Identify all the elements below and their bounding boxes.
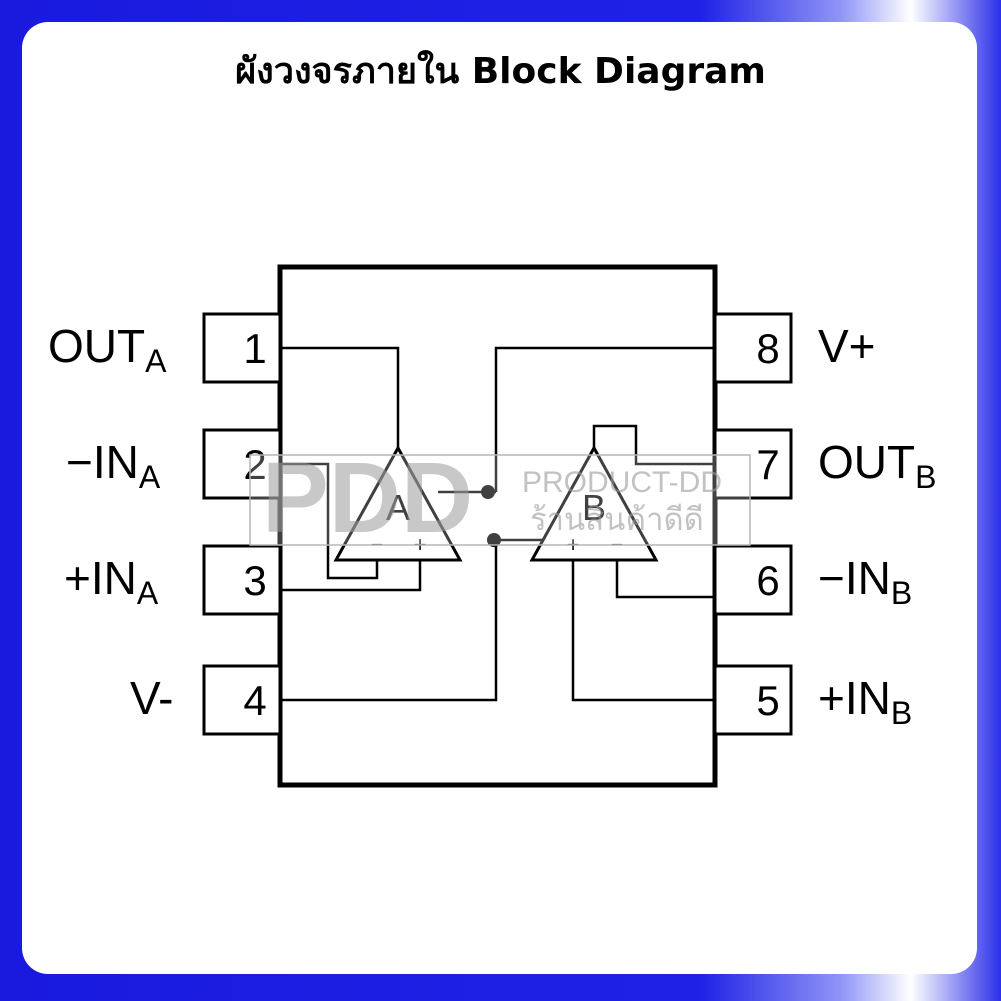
diagram-title: ผังวงจรภายใน Block Diagram	[235, 51, 766, 92]
opamp-b-label: B	[582, 487, 606, 528]
pin-3-number: 3	[243, 557, 266, 604]
pin-6-label: −INB	[818, 552, 912, 611]
pin-8-label: V+	[818, 320, 876, 372]
pin-4-label: V-	[130, 672, 173, 724]
pin-8: 8	[713, 312, 793, 384]
pin-4: 4	[202, 664, 282, 736]
opamp-a-label: A	[386, 487, 410, 528]
watermark-brand: PRODUCT-DD	[522, 466, 722, 499]
junction-dot	[487, 533, 501, 547]
pin-8-number: 8	[756, 325, 779, 372]
pin-2-label: −INA	[66, 436, 161, 495]
watermark-logo: PDD	[262, 442, 473, 554]
watermark-thai: ร้านสินค้าดีดี	[530, 502, 704, 538]
pin-5: 5	[713, 664, 793, 736]
white-panel	[22, 22, 977, 974]
pin-3: 3	[202, 544, 282, 616]
opamp-a: A − +	[333, 444, 463, 562]
internal-wiring	[280, 346, 715, 702]
pin-7: 7	[713, 428, 793, 500]
opamp-b: B + −	[529, 444, 659, 562]
ic-package-body	[277, 264, 718, 788]
junction-dot	[481, 485, 495, 499]
pin-2: 2	[202, 428, 282, 500]
pin-7-number: 7	[756, 441, 779, 488]
pin-3-label: +INA	[64, 552, 159, 611]
pin-6-number: 6	[756, 557, 779, 604]
pin-1: 1	[202, 312, 282, 384]
pin-4-number: 4	[243, 677, 266, 724]
watermark: PDD PRODUCT-DD ร้านสินค้าดีดี	[249, 442, 751, 554]
pin-5-number: 5	[756, 677, 779, 724]
pin-1-label: OUTA	[48, 320, 167, 379]
pin-5-label: +INB	[818, 672, 912, 731]
pin-1-number: 1	[243, 325, 266, 372]
pin-6: 6	[713, 544, 793, 616]
pin-7-label: OUTB	[818, 436, 936, 495]
pin-2-number: 2	[243, 441, 266, 488]
